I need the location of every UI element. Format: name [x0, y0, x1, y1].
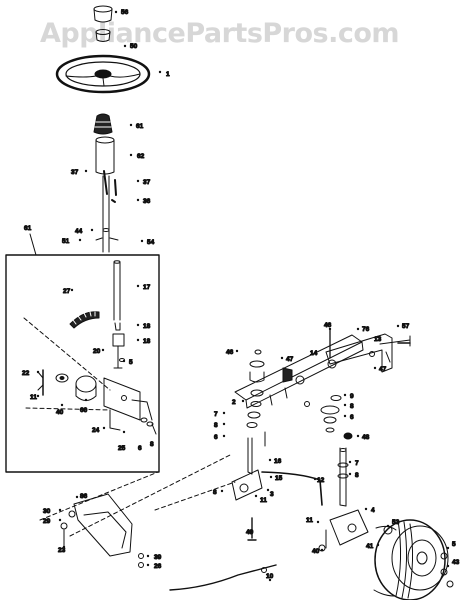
callout-36: 36 [143, 198, 151, 205]
callout-15: 15 [275, 475, 283, 482]
callout-inset-5: 5 [129, 359, 133, 366]
drag-link-dashes [39, 454, 236, 537]
callout-18b: 18 [143, 338, 151, 345]
callout-12: 12 [317, 477, 325, 484]
right-spindle [318, 405, 369, 552]
callout-30: 30 [43, 508, 51, 515]
small-parts [254, 342, 411, 447]
callout-54: 54 [147, 239, 155, 246]
callout-2: 2 [232, 399, 236, 406]
callout-9-right: 9 [350, 393, 354, 400]
left-spindle [231, 360, 265, 541]
callout-86: 86 [80, 493, 88, 500]
callout-14: 14 [310, 350, 318, 357]
callout-62: 62 [137, 153, 145, 160]
callout-57: 57 [402, 323, 410, 330]
callout-46-right: 46 [324, 322, 332, 329]
tie-rod [169, 471, 323, 591]
callout-7-left: 7 [214, 411, 218, 418]
callout-8b-right: 8 [355, 472, 359, 479]
inset-frame [5, 233, 160, 473]
callout-11: 11 [30, 394, 37, 401]
callout-8-right: 8 [350, 403, 354, 410]
callout-22: 22 [22, 370, 30, 377]
steering-column [55, 5, 151, 253]
callout-46: 46 [226, 349, 234, 356]
callout-24: 24 [92, 427, 100, 434]
watermark: AppliancePartsPros.com [40, 18, 400, 49]
callout-40: 40 [56, 409, 64, 416]
callout-60: 60 [80, 407, 88, 414]
callout-47: 47 [286, 356, 294, 363]
callout-6-right: 6 [350, 414, 354, 421]
callout-20: 20 [93, 348, 101, 355]
callout-26: 26 [154, 563, 162, 570]
callout-10: 10 [266, 573, 274, 580]
callout-40-right: 40 [312, 548, 320, 555]
callout-41: 41 [366, 543, 374, 550]
callout-44: 44 [75, 228, 83, 235]
callout-1: 1 [166, 71, 170, 78]
callout-inset-8: 8 [150, 441, 154, 448]
callout-inset-6: 6 [138, 445, 142, 452]
callout-13: 13 [374, 336, 382, 343]
callout-39: 39 [154, 554, 162, 561]
callout-37-left: 37 [71, 169, 79, 176]
callout-23: 23 [58, 547, 66, 554]
callout-48: 48 [362, 434, 370, 441]
callouts: 56 50 1 61 62 37 37 36 44 51 54 61 17 27… [22, 9, 460, 582]
callout-8-axle: 8 [213, 489, 217, 496]
callout-8-left: 8 [214, 422, 218, 429]
callout-inset-61: 61 [24, 225, 32, 232]
axle-support-bracket [325, 329, 411, 373]
callout-11-right: 11 [306, 517, 313, 524]
front-wheel [373, 519, 454, 600]
callout-56: 56 [121, 9, 129, 16]
front-axle [234, 334, 364, 409]
callout-76: 76 [362, 326, 370, 333]
callout-16: 16 [274, 458, 282, 465]
callout-11-axle: 11 [260, 497, 267, 504]
callout-53: 53 [392, 519, 400, 526]
callout-17: 17 [143, 284, 151, 291]
callout-29: 29 [43, 518, 51, 525]
steering-plate [60, 493, 144, 568]
callout-27: 27 [63, 288, 71, 295]
callout-25: 25 [118, 445, 126, 452]
callout-47-right: 47 [379, 366, 387, 373]
callout-50: 50 [130, 43, 138, 50]
callout-6-left: 6 [214, 434, 218, 441]
callout-wheel-5: 5 [452, 541, 456, 548]
callout-43: 43 [452, 559, 460, 566]
callout-51: 51 [62, 238, 70, 245]
callout-49: 49 [246, 529, 254, 536]
callout-37-right: 37 [143, 179, 151, 186]
inset-parts [23, 260, 157, 435]
callout-61: 61 [136, 123, 144, 130]
callout-4-right: 4 [371, 507, 375, 514]
callout-18a: 18 [143, 323, 151, 330]
callout-7-right: 7 [355, 460, 359, 467]
callout-3: 3 [270, 491, 274, 498]
